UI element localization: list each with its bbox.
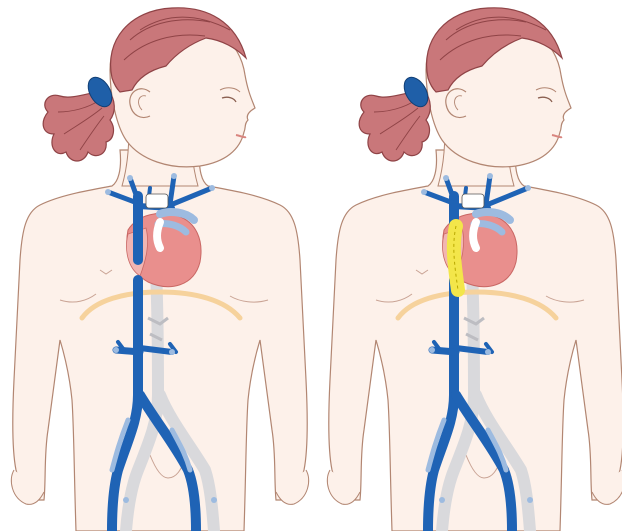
anatomy-figure [0, 0, 622, 531]
figure-stage [0, 0, 622, 531]
